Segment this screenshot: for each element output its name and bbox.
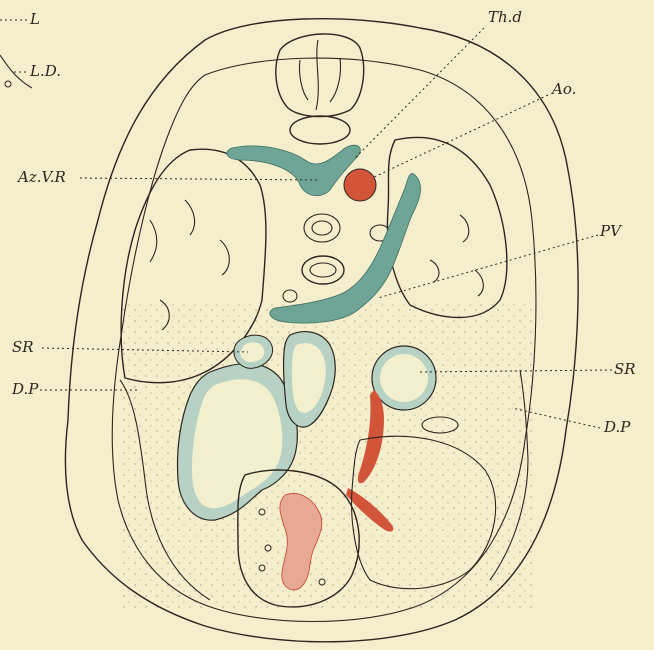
vertebral-body	[290, 116, 350, 144]
aorta	[344, 169, 376, 201]
external-node	[5, 81, 11, 87]
lung-bronchiole-3	[220, 240, 229, 275]
vertebra	[276, 34, 364, 117]
label-ld: L.D.	[29, 62, 61, 80]
lung-bronchiole-2	[185, 200, 195, 235]
oesophagus	[304, 214, 340, 242]
lung-bronchiole-7	[475, 270, 483, 296]
vertebra-midline	[316, 40, 318, 110]
label-ao: Ao.	[550, 80, 576, 98]
label-dp-right: D.P	[603, 418, 631, 436]
leader-thd	[355, 28, 484, 158]
label-pv: PV	[599, 222, 623, 240]
azygos-vein	[227, 145, 360, 196]
vertebra-inner-left	[299, 60, 308, 100]
label-sr-right: SR	[614, 360, 636, 378]
label-azvr: Az.V.R	[16, 168, 66, 186]
leader-pv	[378, 235, 598, 298]
label-dp-left: D.P	[11, 380, 39, 398]
label-thd: Th.d	[488, 8, 522, 26]
label-sr-left: SR	[12, 338, 34, 356]
vertebra-inner-right	[330, 58, 341, 102]
lung-bronchiole-6	[430, 260, 439, 282]
lung-bronchiole-5	[460, 215, 469, 242]
trachea	[302, 256, 344, 284]
label-l: L	[29, 10, 40, 28]
leader-azvr	[80, 178, 318, 180]
lung-bronchiole-1	[150, 220, 157, 262]
leader-ao	[372, 95, 548, 178]
